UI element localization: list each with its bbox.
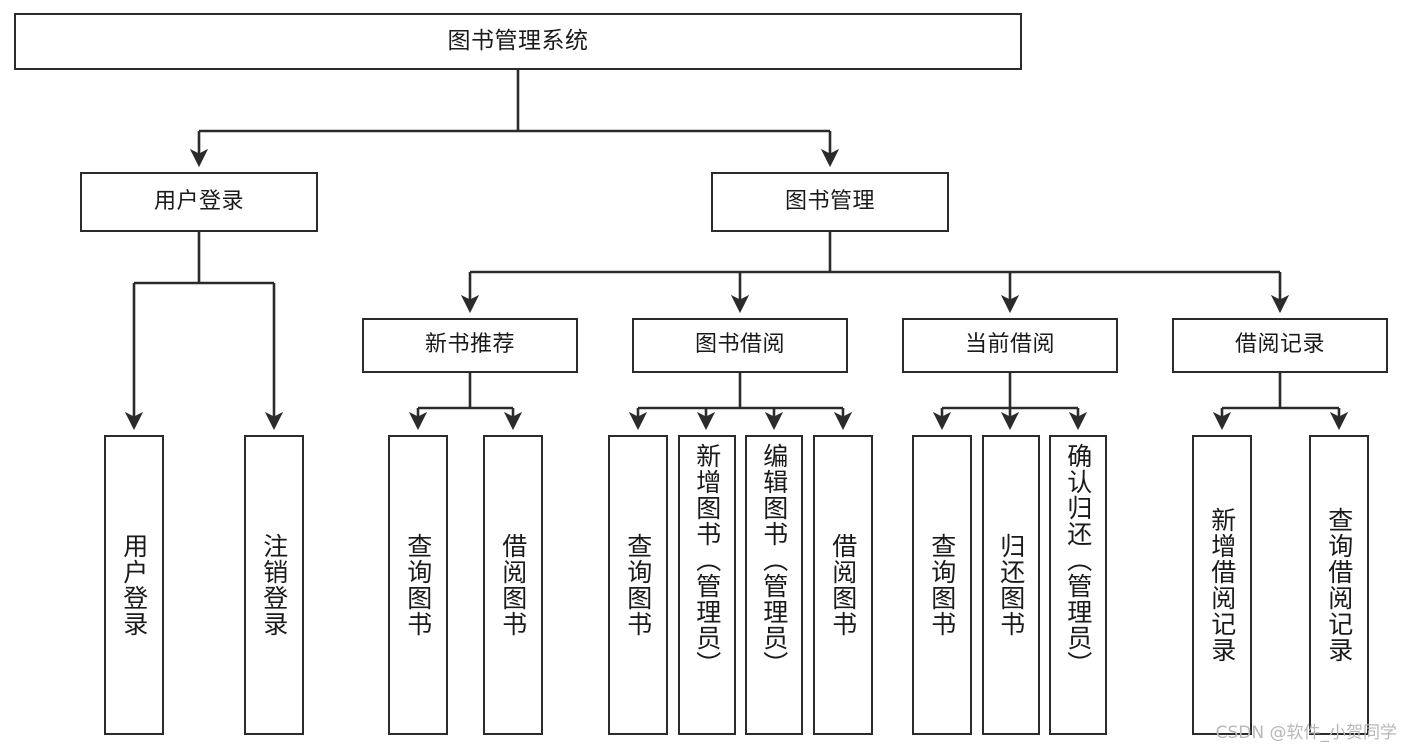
node-label: 图书管理 <box>784 188 875 214</box>
leaf-confirm-return[interactable]: 确认归还（管理员） <box>1049 435 1107 735</box>
node-borrow-record[interactable]: 借阅记录 <box>1172 318 1388 373</box>
node-label: 查询图书 <box>623 533 653 637</box>
leaf-query-book-2[interactable]: 查询图书 <box>608 435 668 735</box>
node-user-login[interactable]: 用户登录 <box>80 172 318 232</box>
node-label: 注销登录 <box>259 533 289 637</box>
leaf-query-book-1[interactable]: 查询图书 <box>388 435 448 735</box>
node-label: 查询图书 <box>927 533 957 637</box>
node-label: 确认归还（管理员） <box>1063 443 1093 677</box>
node-label: 查询图书 <box>403 533 433 637</box>
watermark: CSDN @软件_小贺同学 <box>1215 723 1397 743</box>
leaf-query-record[interactable]: 查询借阅记录 <box>1309 435 1369 735</box>
leaf-query-book-3[interactable]: 查询图书 <box>912 435 972 735</box>
leaf-borrow-book-2[interactable]: 借阅图书 <box>813 435 873 735</box>
leaf-logout[interactable]: 注销登录 <box>244 435 304 735</box>
leaf-return-book[interactable]: 归还图书 <box>982 435 1040 735</box>
node-label: 图书借阅 <box>694 332 785 358</box>
node-current-borrow[interactable]: 当前借阅 <box>902 318 1118 373</box>
node-label: 借阅图书 <box>498 533 528 637</box>
node-label: 查询借阅记录 <box>1324 507 1354 663</box>
node-label: 归还图书 <box>996 533 1026 637</box>
node-label: 借阅图书 <box>828 533 858 637</box>
node-label: 当前借阅 <box>964 332 1055 358</box>
node-label: 借阅记录 <box>1234 332 1325 358</box>
node-root-book-management-system[interactable]: 图书管理系统 <box>14 13 1022 70</box>
leaf-edit-book[interactable]: 编辑图书（管理员） <box>745 435 803 735</box>
leaf-add-record[interactable]: 新增借阅记录 <box>1192 435 1252 735</box>
node-label: 新增借阅记录 <box>1207 507 1237 663</box>
node-label: 新增图书（管理员） <box>692 443 722 677</box>
node-new-book-recommend[interactable]: 新书推荐 <box>362 318 578 373</box>
node-label: 编辑图书（管理员） <box>759 443 789 677</box>
node-book-manage[interactable]: 图书管理 <box>711 172 949 232</box>
leaf-borrow-book-1[interactable]: 借阅图书 <box>483 435 543 735</box>
node-book-borrow[interactable]: 图书借阅 <box>632 318 848 373</box>
node-label: 用户登录 <box>119 533 149 637</box>
leaf-user-login[interactable]: 用户登录 <box>104 435 164 735</box>
node-label: 用户登录 <box>153 188 244 214</box>
leaf-add-book[interactable]: 新增图书（管理员） <box>678 435 736 735</box>
node-label: 图书管理系统 <box>447 27 589 54</box>
node-label: 新书推荐 <box>424 332 515 358</box>
